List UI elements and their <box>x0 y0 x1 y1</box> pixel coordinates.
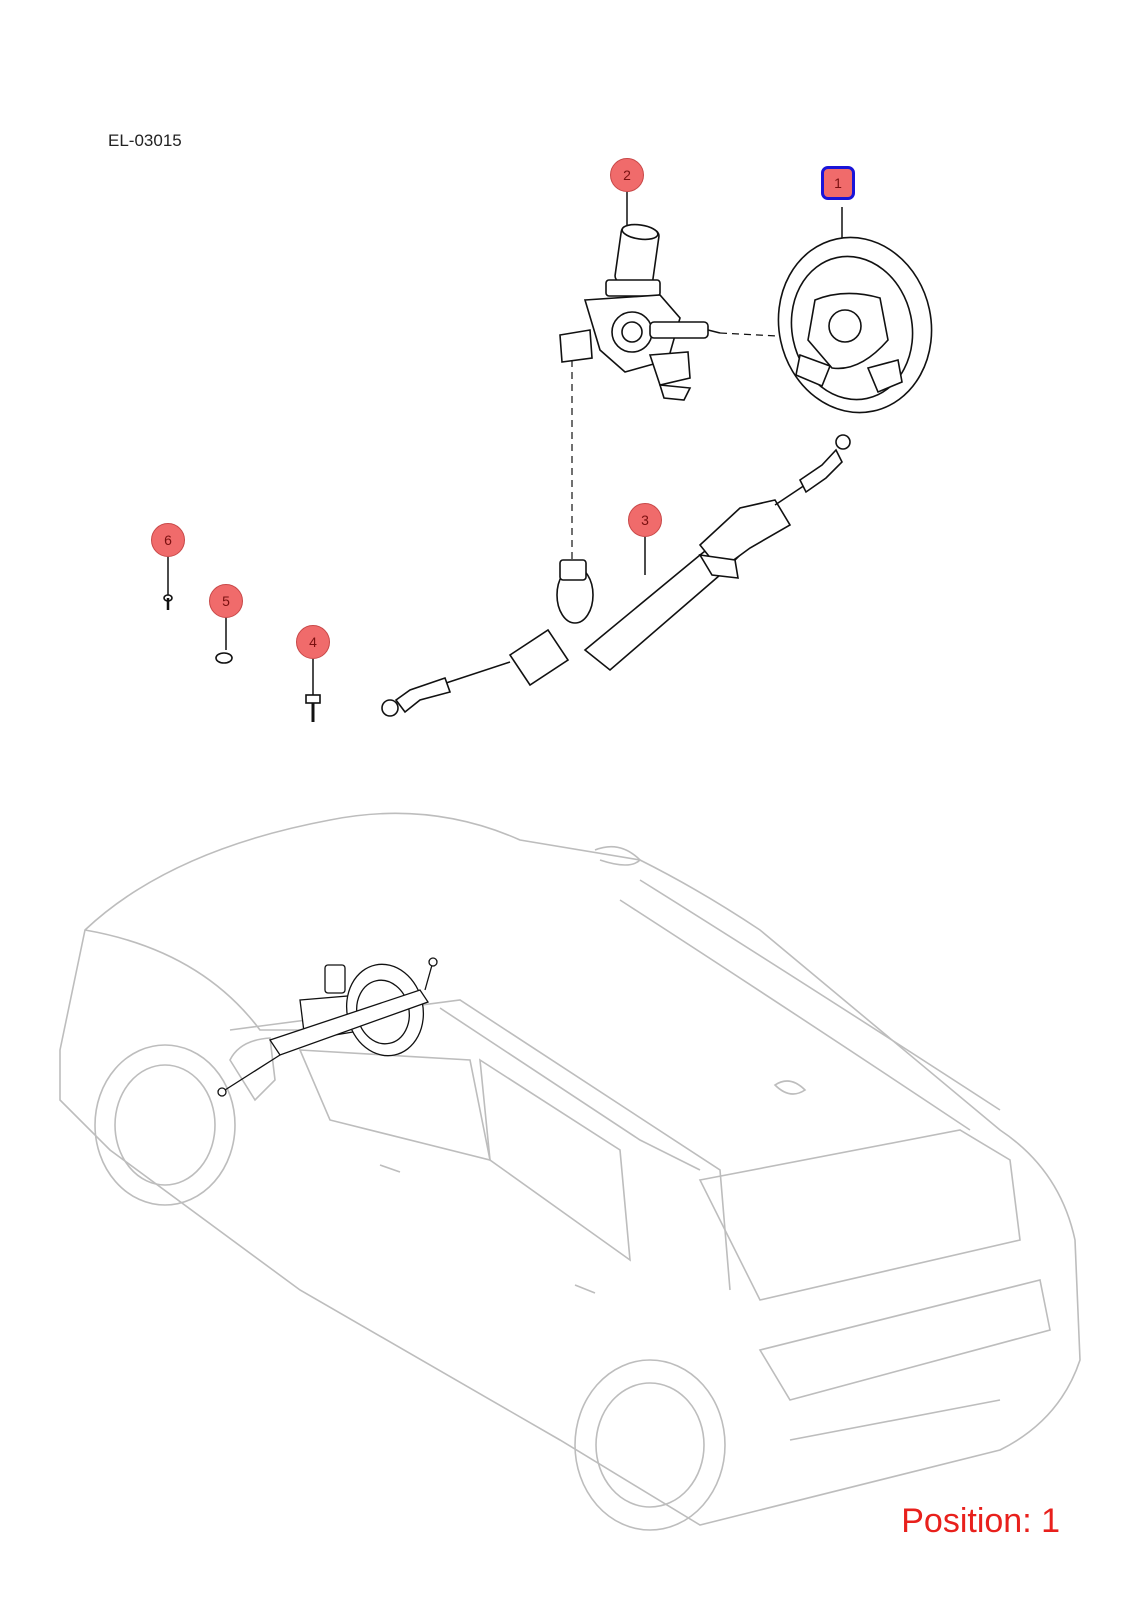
alignment-lines <box>571 332 779 560</box>
steering-rack-illustration <box>381 434 851 717</box>
steering-column-illustration <box>559 223 721 401</box>
position-indicator: Position: 1 <box>901 1502 1060 1540</box>
callout-6[interactable]: 6 <box>151 523 185 557</box>
callout-2[interactable]: 2 <box>610 158 644 192</box>
leader-lines <box>167 192 843 695</box>
bolt-head <box>305 694 321 704</box>
callout-5[interactable]: 5 <box>209 584 243 618</box>
car-steering-assembly-illustration <box>217 957 438 1097</box>
diagram-code: EL-03015 <box>108 131 182 150</box>
callout-4[interactable]: 4 <box>296 625 330 659</box>
fastener-illustrations <box>163 594 321 722</box>
callout-3[interactable]: 3 <box>628 503 662 537</box>
steering-wheel-illustration <box>777 236 933 414</box>
callout-1[interactable]: 1 <box>821 166 855 200</box>
car-outline-illustration <box>59 812 1081 1531</box>
nut <box>215 652 233 664</box>
